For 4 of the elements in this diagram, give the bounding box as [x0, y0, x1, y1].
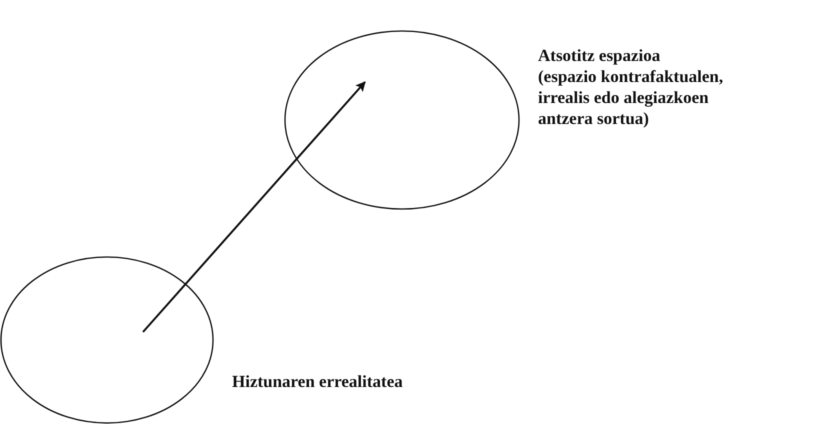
arrow — [142, 81, 366, 333]
space-label: Atsotitz espazioa — [538, 45, 662, 66]
space-label: Hiztunaren errealitatea — [232, 371, 404, 392]
space-description: (espazio kontrafaktualen, irrealis edo alegiazkoen antzera sortua) — [538, 66, 724, 129]
